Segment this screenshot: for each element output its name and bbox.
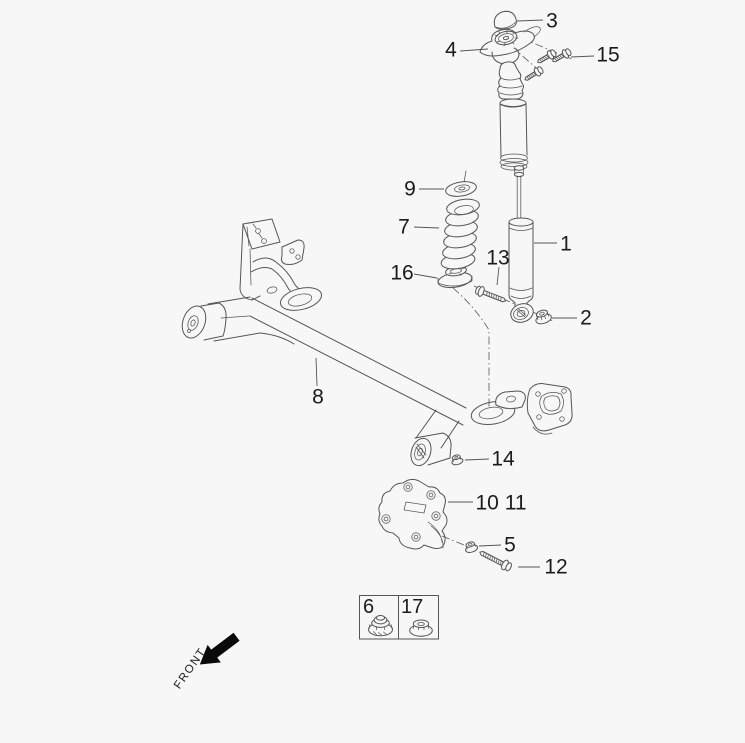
shock-bolt-drawing xyxy=(475,285,507,303)
mount-bolt-drawing xyxy=(537,49,557,64)
mount-bolt-drawing xyxy=(524,66,544,81)
callout-12: 12 xyxy=(544,555,568,579)
callout-3: 3 xyxy=(546,9,558,33)
leader-lines xyxy=(315,19,595,568)
callout-10-11: 10 11 xyxy=(475,491,527,515)
legend-nut-6-drawing xyxy=(368,615,393,637)
callout-2: 2 xyxy=(580,306,592,330)
strut-top-drawing xyxy=(479,10,575,81)
callout-13: 13 xyxy=(486,246,510,270)
torsion-axle-beam-drawing xyxy=(181,218,573,467)
legend-box xyxy=(359,595,439,640)
callout-16: 16 xyxy=(390,261,414,285)
callout-14: 14 xyxy=(491,447,515,471)
callout-7: 7 xyxy=(398,215,410,239)
legend-label-17: 17 xyxy=(401,596,424,618)
callout-4: 4 xyxy=(445,38,457,62)
callout-9: 9 xyxy=(404,177,416,201)
front-arrow-icon xyxy=(199,632,240,665)
centerlines xyxy=(452,287,490,409)
callout-1: 1 xyxy=(560,232,572,256)
bracket-bolt-drawing xyxy=(479,551,512,572)
bushing-nut-drawing xyxy=(451,454,464,466)
mount-bolt-drawing xyxy=(552,48,572,63)
callout-8: 8 xyxy=(312,385,324,409)
callout-5: 5 xyxy=(504,533,516,557)
callout-15: 15 xyxy=(596,43,620,67)
shock-nut-drawing xyxy=(535,309,552,325)
legend-label-6: 6 xyxy=(363,596,375,618)
shock-absorber-drawing xyxy=(473,165,554,325)
legend-nut-17-drawing xyxy=(409,619,433,637)
bracket-nut-drawing xyxy=(465,541,479,553)
coil-spring-drawing xyxy=(437,170,480,289)
bump-stopper-dust-cover-drawing xyxy=(497,61,529,171)
protector-bracket-drawing xyxy=(378,478,512,572)
